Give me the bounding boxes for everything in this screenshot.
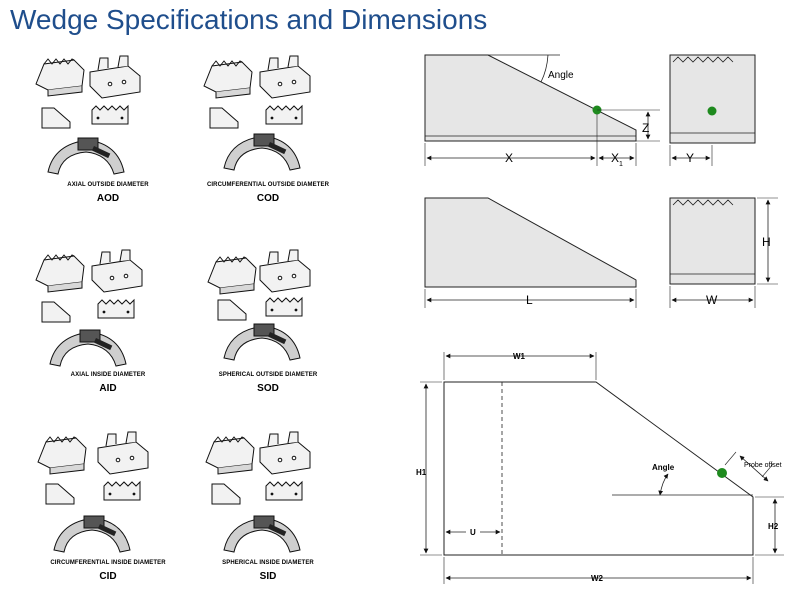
h1-label: H1 <box>416 468 427 477</box>
wedge-abbreviation: SID <box>259 571 277 582</box>
wedge-type-cod: CIRCUMFERENTIAL OUTSIDE DIAMETER COD <box>188 52 348 237</box>
dimension-diagrams: Angle Z X X 1 Y L <box>416 54 784 584</box>
wedge-full-name: SPHERICAL INSIDE DIAMETER <box>222 560 314 566</box>
l-label: L <box>526 293 533 307</box>
angle-bold-label: Angle <box>652 463 675 472</box>
wedge-abbreviation: AOD <box>96 193 120 204</box>
w2-label: W2 <box>591 574 604 583</box>
wedge-type-sod: SPHERICAL OUTSIDE DIAMETER SOD <box>188 242 348 427</box>
h-label: H <box>762 235 771 249</box>
side-view-length: L <box>424 197 637 308</box>
wedge-full-name: CIRCUMFERENTIAL OUTSIDE DIAMETER <box>206 182 330 188</box>
front-view-probe-dims: Y <box>669 54 756 166</box>
wedge-abbreviation: COD <box>256 193 280 204</box>
x-label: X <box>505 151 513 165</box>
wedge-type-sid: SPHERICAL INSIDE DIAMETER SID <box>188 430 348 615</box>
probe-index-point-front <box>707 106 717 116</box>
angle-label: Angle <box>548 70 574 81</box>
side-view-probe-dims: Angle Z X X 1 <box>424 54 660 168</box>
y-label: Y <box>686 151 694 165</box>
wedge-type-aid: AXIAL INSIDE DIAMETER AID <box>28 242 188 427</box>
h2-label: H2 <box>768 522 779 531</box>
wedge-full-name: SPHERICAL OUTSIDE DIAMETER <box>218 372 318 378</box>
wedge-type-cid: CIRCUMFERENTIAL INSIDE DIAMETER CID <box>28 430 188 615</box>
probe-offset-label: Probe offset <box>744 462 782 469</box>
wedge-full-name: AXIAL INSIDE DIAMETER <box>70 372 146 378</box>
w-label: W <box>706 293 718 307</box>
probe-index-point-detail <box>717 468 727 478</box>
wedge-full-name: AXIAL OUTSIDE DIAMETER <box>67 182 149 188</box>
z-label: Z <box>642 121 649 135</box>
w1-label: W1 <box>513 352 526 361</box>
wedge-abbreviation: AID <box>99 383 117 394</box>
page-title: Wedge Specifications and Dimensions <box>10 4 488 35</box>
detailed-wedge-outline: W1 H1 U Angle Probe offset H2 W2 <box>416 352 784 584</box>
u-label: U <box>470 528 476 537</box>
x1-subscript: 1 <box>619 161 623 168</box>
wedge-abbreviation: CID <box>99 571 117 582</box>
wedge-full-name: CIRCUMFERENTIAL INSIDE DIAMETER <box>50 560 166 566</box>
wedge-abbreviation: SOD <box>257 383 279 394</box>
front-view-height-width: H W <box>669 197 778 308</box>
x1-label: X <box>611 151 619 165</box>
wedge-type-aod: AXIAL OUTSIDE DIAMETER AOD <box>28 52 188 237</box>
